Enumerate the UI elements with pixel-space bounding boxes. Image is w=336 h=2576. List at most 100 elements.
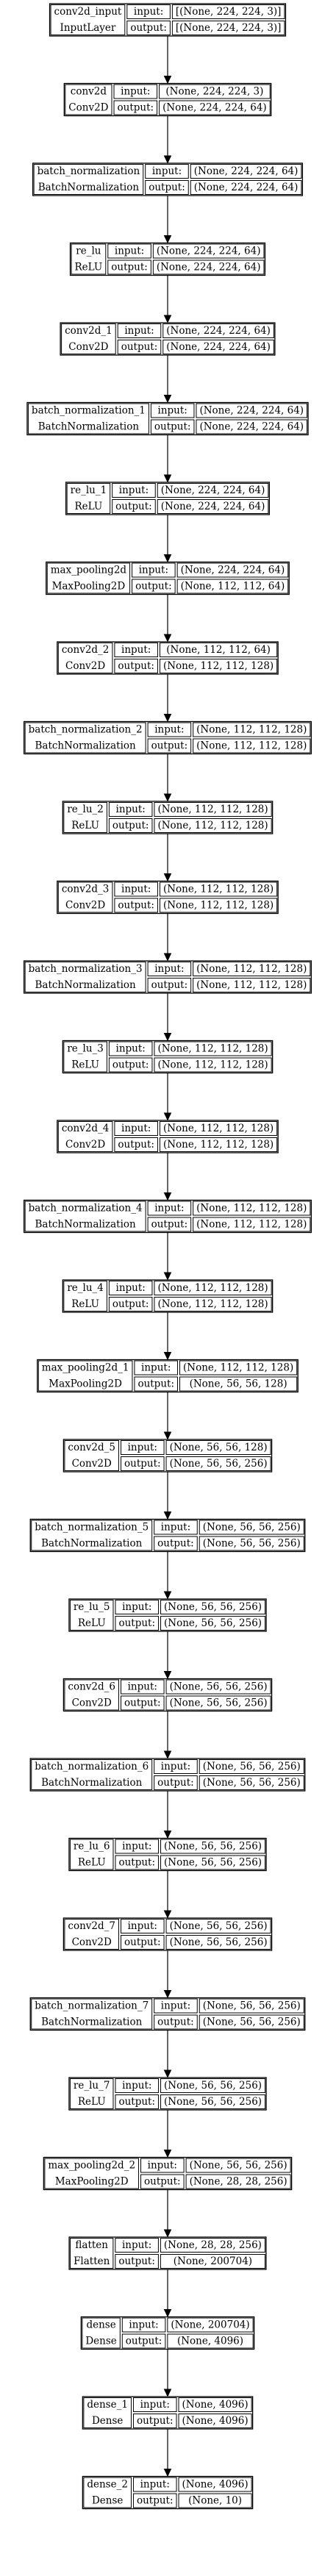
input-shape: (None, 112, 112, 128) [196,963,307,975]
output-label-cell [145,180,189,195]
output-shape-cell [193,978,311,992]
layer-title-cell [27,403,149,434]
layer-type: ReLU [71,1298,99,1310]
layer-type: BatchNormalization [38,182,140,193]
output-label-cell [150,419,195,434]
layer-name: batch_normalization_3 [29,963,143,975]
layer-name: re_lu_5 [74,1601,110,1613]
output-label: output: [118,2255,155,2267]
input-label-cell [113,84,158,99]
output-label: output: [118,1139,154,1151]
input-shape: (None, 112, 112, 128) [163,1123,274,1134]
input-shape-cell [179,1360,298,1375]
output-shape-cell [154,818,272,833]
layer-title-cell [64,1440,119,1471]
input-label-cell [115,1839,160,1854]
output-shape: (None, 112, 112, 128) [157,1298,268,1310]
output-label-cell [134,1376,178,1392]
layer-node-frame [57,880,279,915]
edge-arrow [163,754,172,802]
input-label-cell [115,2078,160,2093]
layer-node-frame [68,1837,267,1872]
input-shape: (None, 112, 112, 128) [183,1362,293,1374]
input-label: input: [121,884,151,895]
output-label: output: [124,1458,161,1470]
input-label-cell [150,403,195,418]
input-label: input: [122,1601,151,1613]
layer-title-cell [83,2397,132,2428]
arrowhead-icon [163,634,172,643]
input-label-cell [132,2477,177,2492]
output-label-cell [107,260,151,275]
input-label-cell [114,643,158,657]
input-label: input: [154,963,184,975]
input-shape: (None, 56, 56, 256) [164,1841,262,1853]
output-shape: (None, 56, 56, 256) [203,2017,301,2028]
input-shape-cell [160,2078,266,2093]
layer-node-batch_normalization_5: batch_normalization_5BatchNormalizationi… [29,1518,306,1553]
input-shape-cell [171,4,285,19]
layer-name: conv2d_input [54,6,122,18]
input-shape: (None, 224, 224, 64) [166,325,271,337]
output-label: output: [154,421,191,433]
output-label: output: [137,2495,174,2507]
output-label: output: [137,1378,174,1390]
edge-arrow [163,1472,172,1520]
input-label-cell [154,1520,198,1535]
input-label: input: [161,1761,190,1772]
input-shape-cell [154,1041,272,1056]
layer-title-cell [46,562,131,594]
arrowhead-icon [163,1910,172,1919]
input-shape: (None, 112, 112, 128) [157,804,268,815]
layer-name: conv2d_1 [65,325,112,337]
input-shape-cell [160,1839,266,1854]
edge-arrow [163,275,172,323]
edge-arrow [163,196,172,244]
input-label: input: [122,2239,151,2251]
input-shape: (None, 224, 224, 3) [165,86,263,98]
layer-name: conv2d_4 [62,1123,110,1134]
output-label: output: [151,740,188,752]
layer-name: max_pooling2d_1 [42,1362,129,1374]
output-shape: (None, 224, 224, 64) [199,421,304,433]
arrowhead-icon [163,873,172,882]
output-shape-cell [159,1137,278,1152]
input-label-cell [115,2238,159,2253]
output-shape-cell [159,898,278,913]
input-shape: (None, 56, 56, 128) [170,1442,268,1453]
input-shape: (None, 224, 224, 64) [194,165,299,177]
layer-node-batch_normalization_6: batch_normalization_6BatchNormalizationi… [29,1758,306,1792]
output-label-cell [132,579,176,594]
output-label-cell [154,1775,198,1790]
input-label-cell [121,2317,166,2333]
output-label-cell [132,2414,177,2428]
input-shape: (None, 56, 56, 256) [164,1601,262,1613]
layer-type: ReLU [78,1857,106,1869]
output-label: output: [118,1857,155,1869]
input-label: input: [128,1920,157,1932]
edge-arrow [163,2030,172,2078]
layer-name: max_pooling2d [51,565,127,576]
output-shape-cell [159,659,278,673]
output-label: output: [112,1298,149,1310]
layer-title-cell [70,2238,114,2269]
output-label-cell [121,1935,165,1950]
output-label: output: [144,2176,181,2188]
layer-title-cell [57,881,113,913]
layer-title-cell [61,323,116,354]
layer-name: conv2d_6 [68,1681,115,1693]
output-shape: (None, 224, 224, 64) [194,182,299,193]
layer-node-batch_normalization: batch_normalizationBatchNormalizationinp… [32,162,304,196]
input-label: input: [161,1522,190,1534]
arrowhead-icon [163,1591,172,1600]
input-shape: (None, 112, 112, 128) [196,724,307,736]
layer-type: Conv2D [65,1139,105,1151]
edge-arrow [163,1711,172,1759]
input-shape: (None, 4096) [182,2479,249,2491]
arrowhead-icon [163,1033,172,1042]
input-label-cell [108,802,153,817]
input-shape: (None, 28, 28, 256) [164,2239,262,2251]
